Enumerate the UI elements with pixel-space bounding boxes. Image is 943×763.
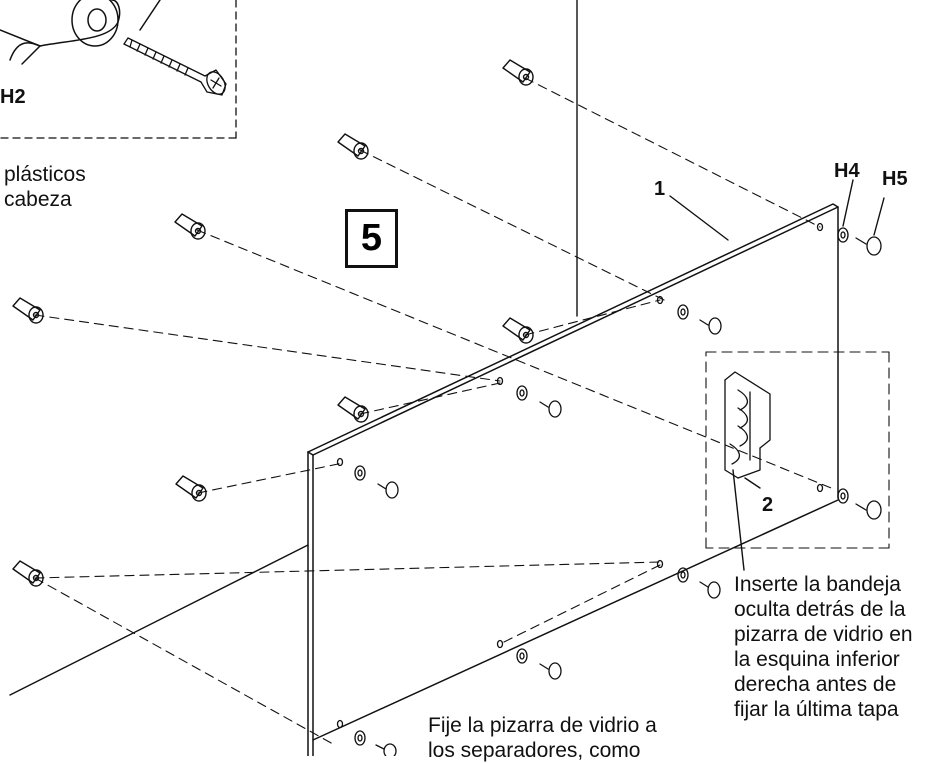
spacer-icon — [502, 317, 534, 344]
cap-icon — [539, 662, 562, 680]
tray-detail-inset — [705, 351, 890, 571]
tray-instruction-line: oculta detrás de la — [734, 598, 906, 621]
board-instruction-line: los separadores, como — [428, 739, 641, 762]
tray-instruction-line: la esquina inferior — [734, 648, 900, 671]
inset-caption-line1: plásticos — [4, 163, 86, 186]
spacer-h2-icon — [0, 0, 121, 65]
cap-h5-icon — [855, 236, 882, 256]
spacer-icon — [174, 213, 206, 240]
board-hardware — [336, 222, 882, 759]
label-h5: H5 — [882, 168, 908, 190]
tray-instruction-line: pizarra de vidrio en — [734, 623, 913, 646]
cap-icon — [699, 581, 721, 599]
spacer-icon — [12, 297, 44, 324]
cap-icon — [699, 317, 722, 335]
cap-icon — [855, 500, 882, 520]
cap-icon — [377, 481, 399, 499]
wall-lines — [9, 0, 578, 696]
spacer-icon — [337, 396, 369, 423]
label-part-1: 1 — [654, 178, 666, 200]
spacer-icon — [337, 133, 369, 160]
wall-spacers — [12, 59, 534, 587]
tray-instruction-line: Inserte la bandeja — [734, 573, 901, 596]
spacer-icon — [175, 475, 207, 502]
label-part-2: 2 — [762, 494, 774, 516]
spacer-icon — [12, 560, 44, 587]
tray-instruction-line: fijar la última tapa — [734, 698, 899, 721]
inset-frame-top-left — [0, 0, 237, 139]
board-instruction-line: Fije la pizarra de vidrio a — [428, 714, 657, 737]
screw-icon — [123, 0, 227, 96]
step-number-box: 5 — [345, 209, 398, 268]
tray-instruction: Inserte la bandeja oculta detrás de la p… — [734, 572, 913, 722]
spacer-icon — [502, 59, 534, 86]
cap-icon — [539, 400, 562, 418]
cap-icon — [375, 743, 397, 759]
tray-icon — [724, 371, 771, 479]
label-h2: H2 — [0, 86, 26, 108]
alignment-dashes — [34, 77, 837, 745]
label-leaders — [669, 179, 885, 241]
inset-caption-line2: cabeza — [4, 188, 72, 211]
tray-instruction-line: derecha antes de — [734, 673, 897, 696]
label-h4: H4 — [834, 160, 860, 182]
